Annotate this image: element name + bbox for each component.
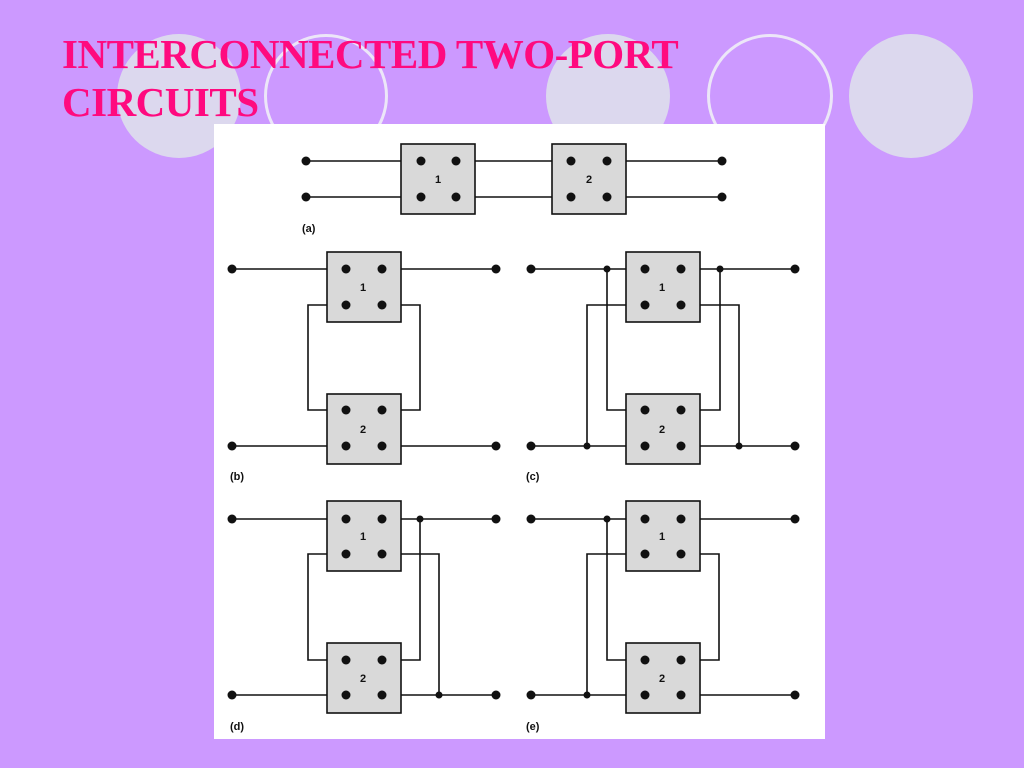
panel-a-box-2-label: 2 [586,174,592,186]
panel-b-label: (b) [230,471,244,483]
slide-title-line-2: CIRCUITS [62,79,259,125]
slide-title-line-1: INTERCONNECTED TWO-PORT [62,31,679,77]
panel-d-box-2-label: 2 [360,673,366,685]
panel-c-box-2-label: 2 [659,424,665,436]
panel-c-box-1 [625,251,701,323]
panel-d-box-1-label: 1 [360,531,366,543]
panel-e-parallel-series: 1 2 (e) [526,500,800,733]
panel-e-box-2-label: 2 [659,673,665,685]
panel-d-series-parallel: 1 2 (d) [227,500,501,733]
panel-a-box-1-label: 1 [435,174,441,186]
panel-e-box-1 [625,500,701,572]
two-port-figure: 1 2 (a) 1 2 (b) [214,124,825,739]
panel-d-box-1 [326,500,402,572]
two-port-diagram: 1 2 (a) 1 2 (b) [227,143,800,733]
panel-a-cascade: 1 2 (a) [301,143,727,235]
panel-a-box-1 [400,143,476,215]
panel-e-box-1-label: 1 [659,531,665,543]
panel-b-box-1-label: 1 [360,282,366,294]
panel-c-parallel: 1 2 (c) [526,251,800,483]
panel-b-box-1 [326,251,402,323]
panel-d-box-2 [326,642,402,714]
decor-circle-3 [849,34,973,158]
panel-b-box-2-label: 2 [360,424,366,436]
panel-c-box-1-label: 1 [659,282,665,294]
slide-title: INTERCONNECTED TWO-PORT CIRCUITS [62,30,679,126]
panel-a-box-2 [551,143,627,215]
panel-b-box-2 [326,393,402,465]
panel-c-label: (c) [526,471,540,483]
panel-a-label: (a) [302,223,316,235]
panel-d-label: (d) [230,721,244,733]
panel-e-box-2 [625,642,701,714]
panel-e-label: (e) [526,721,540,733]
panel-c-box-2 [625,393,701,465]
panel-b-series: 1 2 (b) [227,251,501,483]
